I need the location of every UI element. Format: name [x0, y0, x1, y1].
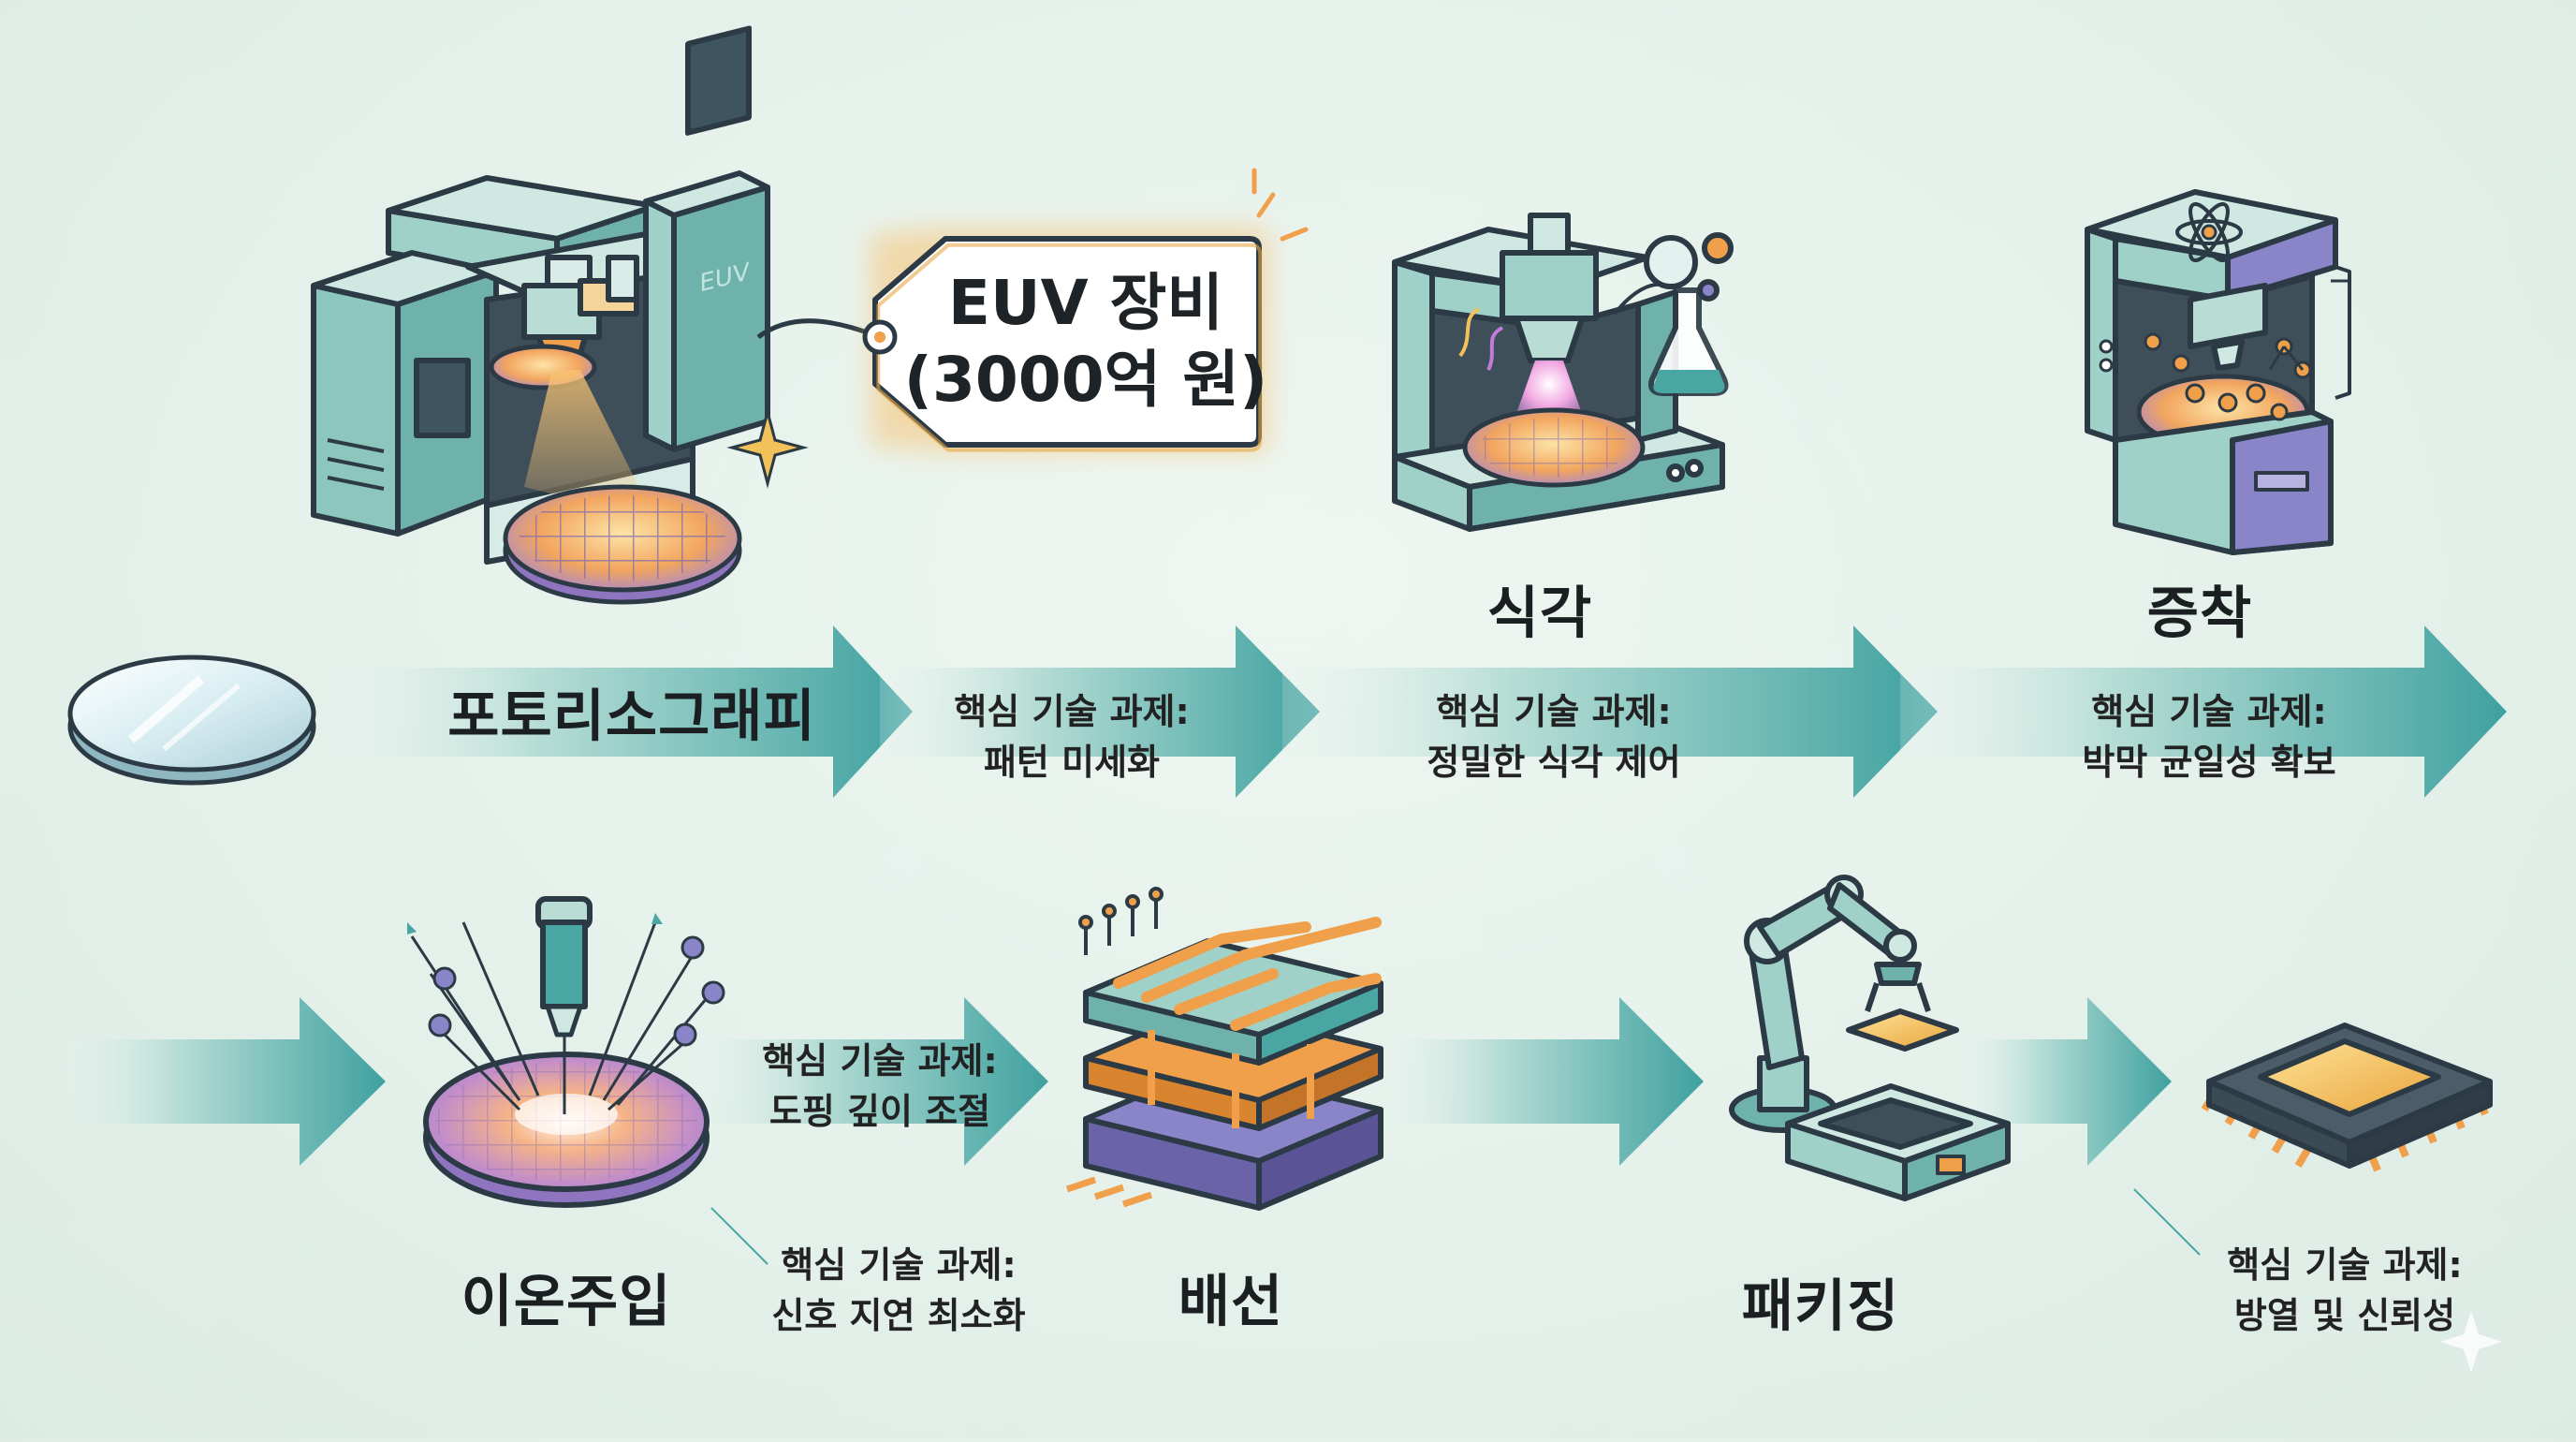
- challenge-ion-implantation: 핵심 기술 과제: 도핑 깊이 조절: [762, 1036, 997, 1137]
- challenge-text: 도핑 깊이 조절: [768, 1091, 991, 1132]
- arrow-row2-3: [1385, 997, 1704, 1166]
- challenge-heading: 핵심 기술 과제:: [2091, 691, 2327, 732]
- stage-title-etching: 식각: [1486, 581, 1593, 647]
- challenge-deposition: 핵심 기술 과제: 박막 균일성 확보: [2082, 686, 2335, 787]
- challenge-photolithography: 핵심 기술 과제: 패턴 미세화: [954, 686, 1189, 787]
- arrow-row1-1: [337, 625, 913, 798]
- stage-title-packaging: 패키징: [1741, 1273, 1900, 1340]
- stage-title-deposition: 증착: [2146, 581, 2253, 647]
- challenge-heading: 핵심 기술 과제:: [2227, 1244, 2463, 1286]
- etching-machine-icon: [1392, 213, 1734, 532]
- price-tag-text: EUV 장비 (3000억 원): [904, 265, 1267, 419]
- finished-chip-icon: [2133, 1023, 2493, 1256]
- price-tag: [862, 228, 1268, 452]
- challenge-heading: 핵심 기술 과제:: [762, 1040, 998, 1082]
- challenge-text: 패턴 미세화: [983, 742, 1161, 783]
- arrow-row1-2: [880, 625, 1320, 798]
- challenge-text: 방열 및 신뢰성: [2233, 1295, 2456, 1336]
- challenge-wiring: 핵심 기술 과제: 신호 지연 최소화: [771, 1240, 1025, 1341]
- challenge-text: 박막 균일성 확보: [2082, 742, 2336, 783]
- stage-title-ion-implantation: 이온주입: [461, 1269, 672, 1335]
- ion-implant-icon: [407, 896, 768, 1265]
- blank-wafer-icon: [67, 655, 316, 786]
- challenge-text: 정밀한 식각 제어: [1427, 742, 1681, 783]
- sparkle-rays-icon: [1251, 168, 1309, 242]
- challenge-heading: 핵심 기술 과제:: [781, 1244, 1017, 1286]
- arrow-row2-2: [693, 997, 1048, 1166]
- deposition-machine-icon: [2085, 189, 2351, 555]
- euv-machine-icon: [311, 25, 770, 605]
- price-tag-line2: (3000억 원): [903, 344, 1268, 416]
- arrow-row1-4: [1900, 625, 2507, 798]
- arrow-row2-4: [1966, 997, 2172, 1166]
- arrow-row2-1: [66, 997, 386, 1166]
- challenge-heading: 핵심 기술 과제:: [1436, 691, 1672, 732]
- sparkle-icon: [726, 406, 809, 489]
- tag-string: [756, 318, 881, 340]
- price-tag-line1: EUV 장비: [947, 267, 1224, 339]
- packaging-robot-icon: [1729, 875, 2011, 1201]
- stage-title-photolithography: 포토리소그래피: [447, 684, 816, 750]
- wiring-stack-icon: [1065, 887, 1383, 1211]
- arrow-row1-3: [1282, 625, 1938, 798]
- challenge-packaging: 핵심 기술 과제: 방열 및 신뢰성: [2227, 1240, 2462, 1341]
- challenge-heading: 핵심 기술 과제:: [954, 691, 1190, 732]
- watermark-sparkle-icon: [2440, 1311, 2502, 1373]
- stage-title-wiring: 배선: [1178, 1269, 1284, 1335]
- challenge-etching: 핵심 기술 과제: 정밀한 식각 제어: [1427, 686, 1680, 787]
- challenge-text: 신호 지연 최소화: [771, 1295, 1026, 1336]
